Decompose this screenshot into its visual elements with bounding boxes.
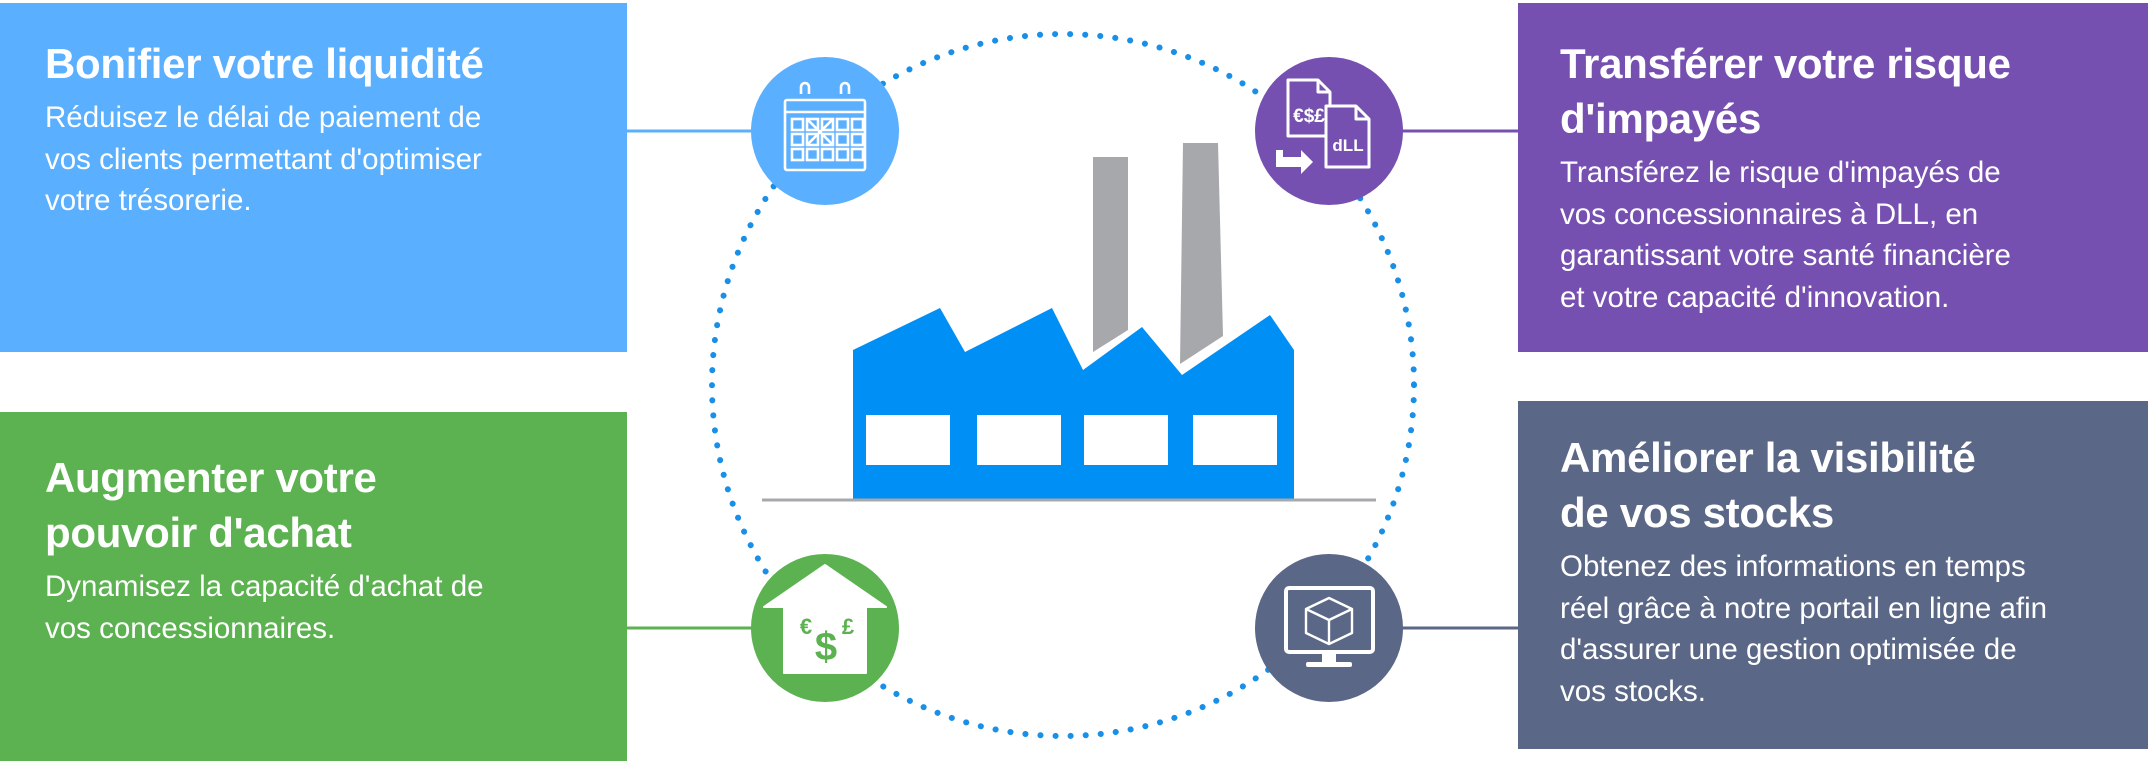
document-transfer-icon: €$£ dLL bbox=[1255, 57, 1403, 205]
dollar-symbol: $ bbox=[815, 625, 837, 669]
currency-up-arrow-icon: € $ £ bbox=[751, 554, 899, 702]
calendar-icon bbox=[751, 57, 899, 205]
arrow-right-icon bbox=[1276, 150, 1313, 174]
dotted-ring bbox=[709, 31, 1417, 739]
factory-icon bbox=[762, 143, 1376, 502]
stock-visibility-title: Améliorer la visibilité de vos stocks bbox=[1560, 434, 1976, 536]
risk-transfer-title: Transférer votre risque d'impayés bbox=[1560, 40, 2011, 142]
stock-visibility-text: Obtenez des informations en temps réel g… bbox=[1560, 550, 2048, 708]
risk-transfer-panel: Transférer votre risque d'impayés Transf… bbox=[1518, 3, 2148, 352]
risk-transfer-text: Transférez le risque d'impayés de vos co… bbox=[1560, 156, 2011, 314]
purchase-power-panel: Augmenter votre pouvoir d'achat Dynamise… bbox=[0, 412, 627, 761]
liquidity-text: Réduisez le délai de paiement de vos cli… bbox=[45, 101, 482, 217]
liquidity-title: Bonifier votre liquidité bbox=[45, 40, 484, 87]
document-brand-text: dLL bbox=[1332, 136, 1363, 155]
document-currency-text: €$£ bbox=[1293, 106, 1325, 127]
stock-visibility-panel: Améliorer la visibilité de vos stocks Ob… bbox=[1518, 401, 2148, 749]
connector-lines bbox=[627, 129, 1518, 630]
monitor-box-icon bbox=[1255, 554, 1403, 702]
euro-symbol: € bbox=[800, 614, 812, 639]
liquidity-panel: Bonifier votre liquidité Réduisez le dél… bbox=[0, 3, 627, 352]
purchase-power-title: Augmenter votre pouvoir d'achat bbox=[45, 454, 377, 556]
pound-symbol: £ bbox=[842, 614, 855, 639]
purchase-power-text: Dynamisez la capacité d'achat de vos con… bbox=[45, 570, 484, 645]
